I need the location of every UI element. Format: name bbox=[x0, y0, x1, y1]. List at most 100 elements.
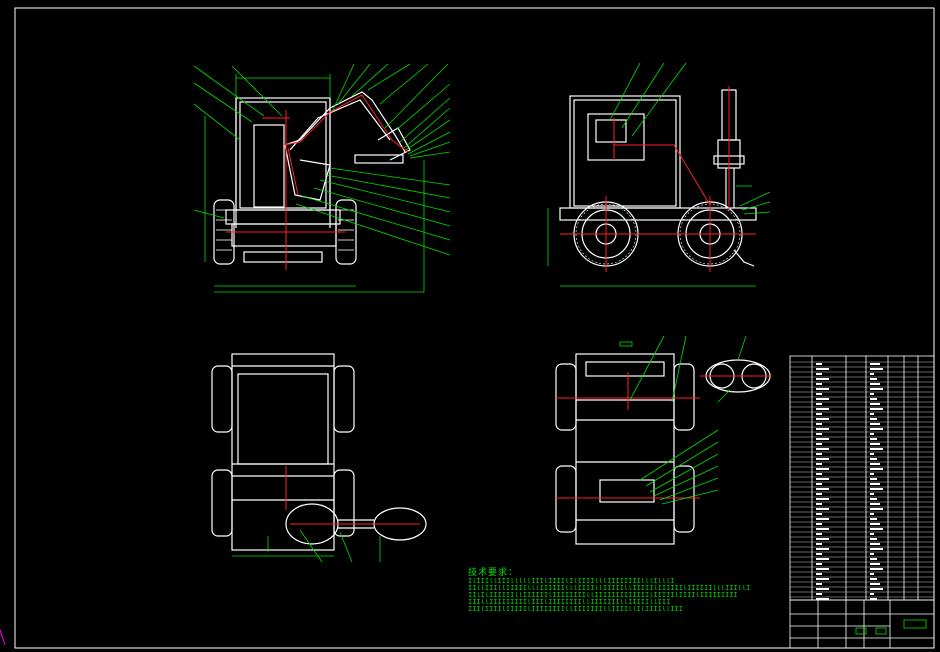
parts-list-cell-text bbox=[870, 408, 883, 410]
plan-view-left bbox=[211, 353, 427, 551]
parts-list-cell-text bbox=[870, 598, 877, 600]
parts-list-table bbox=[789, 355, 935, 601]
front-elevation-centerlines bbox=[226, 94, 409, 270]
parts-list-cell-text bbox=[816, 423, 822, 425]
parts-list-cell-text bbox=[816, 478, 829, 480]
parts-list-cell-text bbox=[816, 508, 829, 510]
parts-list-cell-text bbox=[816, 403, 822, 405]
parts-list-cell-text bbox=[870, 468, 883, 470]
parts-list-cell-text bbox=[870, 373, 874, 375]
parts-list-cell-text bbox=[870, 543, 880, 545]
parts-list-cell-text bbox=[816, 523, 822, 525]
parts-list-cell-text bbox=[870, 403, 880, 405]
parts-list-cell-text bbox=[870, 458, 877, 460]
parts-list-cell-text bbox=[816, 538, 829, 540]
parts-list-cell-text bbox=[816, 363, 822, 365]
plan-view-left-centerlines bbox=[285, 466, 420, 525]
plan-view-left-dimensions bbox=[232, 529, 381, 563]
parts-list-cell-text bbox=[816, 483, 822, 485]
tech-line-2: IIllIIIllIIIIIlllIIIIIIlllIIIIllIIIIIllI… bbox=[468, 585, 751, 592]
parts-list-cell-text bbox=[816, 368, 829, 370]
parts-list-cell-text bbox=[870, 473, 874, 475]
parts-list-cell-text bbox=[816, 563, 822, 565]
parts-list-cell-text bbox=[816, 543, 822, 545]
side-elevation-dimensions bbox=[547, 62, 771, 287]
side-elevation-view bbox=[559, 89, 757, 267]
drawing-border bbox=[14, 7, 935, 649]
technical-requirements-title: 技术要求： bbox=[468, 568, 519, 578]
parts-list-cell-text bbox=[870, 453, 874, 455]
parts-list-cell-text bbox=[870, 583, 880, 585]
front-elevation-dimensions bbox=[193, 63, 451, 293]
parts-list-cell-text bbox=[816, 453, 822, 455]
parts-list-cell-text bbox=[816, 373, 822, 375]
parts-list-cell-text bbox=[816, 578, 829, 580]
parts-list-cell-text bbox=[816, 553, 822, 555]
parts-list-cell-text bbox=[870, 413, 874, 415]
side-elevation-centerlines bbox=[560, 86, 756, 272]
parts-list-cell-text bbox=[816, 503, 822, 505]
parts-list-cell-text bbox=[870, 548, 883, 550]
parts-list-cell-text bbox=[816, 593, 822, 595]
parts-list-cell-text bbox=[870, 463, 880, 465]
parts-list-cell-text bbox=[870, 533, 874, 535]
parts-list-cell-text bbox=[816, 463, 822, 465]
parts-list-cell-text bbox=[870, 488, 883, 490]
parts-list-cell-text bbox=[870, 538, 877, 540]
parts-list-cell-text bbox=[816, 443, 822, 445]
parts-list-cell-text bbox=[816, 488, 829, 490]
parts-list-cell-text bbox=[870, 553, 874, 555]
corner-mark bbox=[0, 629, 6, 646]
parts-list-cell-text bbox=[870, 398, 877, 400]
parts-list-cell-text bbox=[870, 478, 877, 480]
parts-list-cell-text bbox=[870, 378, 877, 380]
parts-list-cell-text bbox=[816, 573, 822, 575]
parts-list-cell-text bbox=[816, 458, 829, 460]
parts-list-rows bbox=[790, 361, 934, 600]
parts-list-cell-text bbox=[870, 563, 880, 565]
parts-list-cell-text bbox=[870, 433, 874, 435]
parts-list-cell-text bbox=[870, 573, 874, 575]
parts-list-cell-text bbox=[816, 408, 829, 410]
parts-list-cell-text bbox=[870, 368, 883, 370]
parts-list-cell-text bbox=[870, 523, 880, 525]
tech-line-4: IIIllIIIIIIIIIlIIIlIIIIIIIIllIIIIIIIllII… bbox=[468, 599, 671, 606]
chassis-plan-dimensions bbox=[619, 335, 747, 505]
parts-list-cell-text bbox=[816, 513, 822, 515]
parts-list-cell-text bbox=[870, 443, 880, 445]
parts-list-cell-text bbox=[816, 498, 829, 500]
parts-list-cell-text bbox=[870, 493, 874, 495]
parts-list-cell-text bbox=[816, 533, 822, 535]
title-block bbox=[789, 599, 935, 649]
parts-list-cell-text bbox=[816, 378, 829, 380]
tech-line-5: IIIlIIIIlIIIIIlIIIIIIIIllIIIIIIIllIIIIll… bbox=[468, 606, 683, 613]
parts-list-cell-text bbox=[816, 473, 822, 475]
parts-list-cell-text bbox=[870, 518, 877, 520]
technical-requirements: 技术要求： IlIIIllIIIlllllIIIlIIIIlIlIIIIlllI… bbox=[468, 565, 750, 613]
parts-list-cell-text bbox=[816, 568, 829, 570]
parts-list-cell-text bbox=[816, 393, 822, 395]
parts-list-cell-text bbox=[816, 388, 829, 390]
parts-list-cell-text bbox=[870, 588, 883, 590]
parts-list-cell-text bbox=[816, 518, 829, 520]
parts-list-cell-text bbox=[870, 558, 877, 560]
parts-list-cell-text bbox=[816, 413, 822, 415]
parts-list-cell-text bbox=[816, 548, 829, 550]
parts-list-cell-text bbox=[870, 578, 877, 580]
parts-list-cell-text bbox=[816, 558, 829, 560]
parts-list-cell-text bbox=[816, 598, 829, 600]
parts-list-cell-text bbox=[870, 418, 877, 420]
parts-list-cell-text bbox=[870, 503, 880, 505]
parts-list-cell-text bbox=[870, 423, 880, 425]
parts-list-cell-text bbox=[816, 468, 829, 470]
parts-list-cell-text bbox=[870, 393, 874, 395]
parts-list-cell-text bbox=[870, 363, 880, 365]
tech-line-3: IIlIlIIIIIIllIIIIIIlIIIIIIIIllIIIIIIIIII… bbox=[468, 592, 738, 599]
parts-list-cell-text bbox=[870, 528, 883, 530]
parts-list-cell-text bbox=[870, 388, 883, 390]
parts-list-cell-text bbox=[816, 383, 822, 385]
parts-list-cell-text bbox=[870, 383, 880, 385]
parts-list-cell-text bbox=[816, 528, 829, 530]
parts-list-cell-text bbox=[870, 448, 883, 450]
